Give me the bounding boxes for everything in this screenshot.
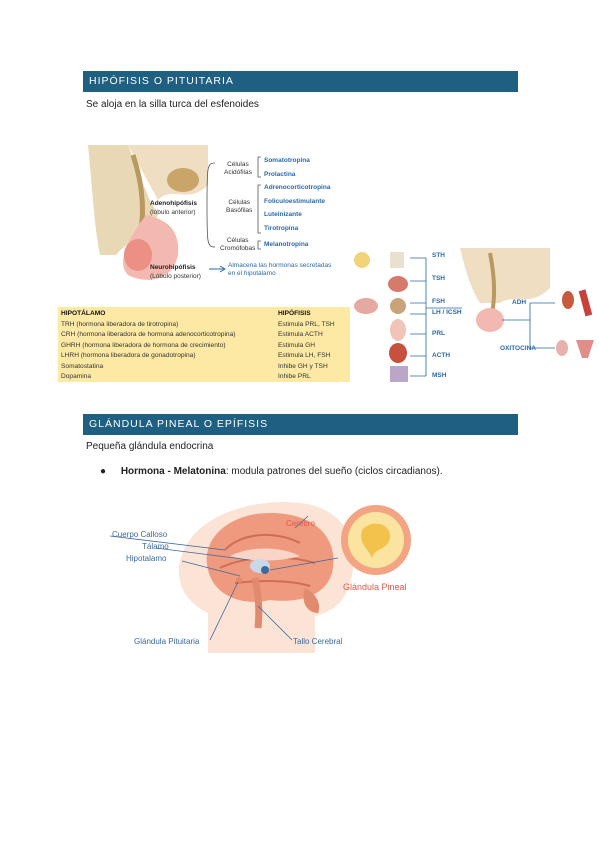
pituitary-anatomy-image [88,145,208,280]
target-adh: ADH [512,299,527,306]
hormone-tirotropina: Tirotropina [264,225,299,232]
hormone-melanotropina: Melanotropina [264,241,309,248]
hormone-luteinizante: Luteinizante [264,211,302,218]
bullet-bold: Hormona - Melatonina [120,466,226,477]
neurohipofisis-sub: (Lóbulo posterior) [150,273,201,280]
bullet-text: : modula patrones del sueño (ciclos circ… [225,466,443,477]
label-cerebro: Cerebro [286,519,315,528]
neuro-note: Almacena las hormonas secretadas en el h… [228,262,332,277]
section-subtitle: Se aloja en la silla turca del esfenoide… [86,99,259,110]
arrow-icon [209,265,226,273]
table-cell: Inhibe GH y TSH [278,362,328,370]
table-cell: LHRH (hormona liberadora de gonadotropin… [61,352,196,359]
table-cell: Estimula ACTH [278,331,323,338]
brain-diagram-image [109,502,411,653]
basofilas-label: Células Basófilas [226,199,253,214]
target-acth: ACTH [432,352,451,359]
label-cuerpo-calloso: Cuerpo Calloso [112,530,168,539]
table-cell: Somatostatina [61,362,104,370]
table-header-hipofisis: HIPÓFISIS [278,310,311,317]
label-talamo: Tálamo [142,542,169,551]
bullet-item: ● Hormona - Melatonina: modula patrones … [100,466,443,477]
adenohipofisis-sub: (lóbulo anterior) [150,209,196,216]
table-cell: TRH (hormona liberadora de tirotropina) [61,320,179,328]
table-header-hipotalamo: HIPOTÁLAMO [61,310,106,317]
adenohipofisis-label: Adenohipófisis [150,200,197,207]
bullet-icon: ● [100,466,107,477]
label-glandula-pineal: Glándula Pineal [343,582,407,592]
table-cell: CRH (hormona liberadora de hormona adeno… [61,331,236,338]
target-tsh: TSH [432,275,445,282]
target-fsh: FSH [432,298,445,305]
table-cell: Estimula PRL, TSH [278,320,335,328]
pituitary-targets-diagram [354,248,594,382]
target-msh: MSH [432,372,447,379]
target-lh: LH / ICSH [432,309,462,316]
neurohipofisis-label: Neurohipófisis [150,264,196,271]
table-cell: Inhibe PRL [278,373,311,380]
hormone-foliculoestimulante: Foliculoestimulante [264,198,326,205]
hormone-prolactina: Prolactina [264,171,296,178]
label-hipotalamo: Hipotalamo [126,554,167,563]
cromofobas-label: Células Cromófobas [220,237,256,252]
target-oxitocina: OXITOCINA [500,345,536,352]
hormone-adrenocorticotropina: Adrenocorticotropina [264,184,331,191]
brackets-diagram [206,156,261,250]
section-banner-pineal: GLÁNDULA PINEAL O EPÍFISIS [83,414,518,435]
label-tallo-cerebral: Tallo Cerebral [293,637,343,646]
table-cell: Estimula LH, FSH [278,352,331,359]
section-banner-hipofisis: HIPÓFISIS O PITUITARIA [83,71,518,92]
hormone-somatotropina: Somatotropina [264,157,310,164]
table-cell: Estimula GH [278,341,316,349]
target-sth: STH [432,252,445,259]
acidofilas-label: Células Acidófilas [224,161,252,176]
table-cell: GHRH (hormona liberadora de hormona de c… [61,341,226,349]
hormone-table: HIPOTÁLAMO TRH (hormona liberadora de ti… [58,307,350,382]
label-glandula-pituitaria: Glándula Pituitaria [134,637,200,646]
target-prl: PRL [432,330,445,337]
table-cell: Dopamina [61,373,92,380]
section-subtitle-pineal: Pequeña glándula endocrina [86,441,214,452]
